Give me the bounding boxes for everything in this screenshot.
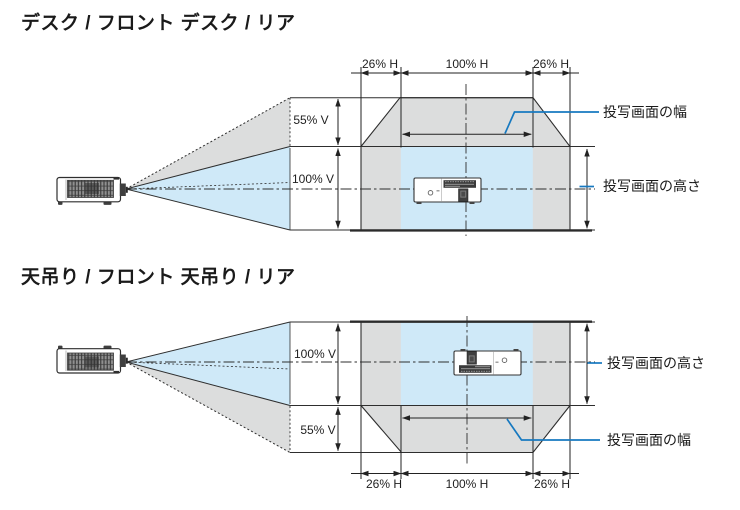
desk-projection-cone bbox=[125, 97, 291, 231]
desk-diagram-title: デスク / フロント デスク / リア bbox=[21, 13, 296, 34]
ceiling-dimension-lines bbox=[335, 323, 590, 479]
desk-dim-55v: 55% V bbox=[293, 113, 329, 127]
ceiling-diagram-title: 天吊り / フロント 天吊り / リア bbox=[21, 267, 296, 288]
desk-dimension-lines bbox=[335, 67, 590, 229]
ceiling-callout-lines bbox=[506, 362, 602, 441]
ceiling-dim-26h-right: 26% H bbox=[533, 477, 571, 491]
ceiling-callout-screen-width: 投写画面の幅 bbox=[607, 432, 691, 448]
desk-callout-screen-width: 投写画面の幅 bbox=[603, 104, 687, 120]
desk-callout-screen-height: 投写画面の高さ bbox=[603, 178, 701, 194]
projector-front-icon-ceiling bbox=[453, 348, 522, 376]
ceiling-projection-cone bbox=[125, 321, 291, 453]
ceiling-dim-55v: 55% V bbox=[300, 423, 336, 437]
desk-dim-26h-right: 26% H bbox=[532, 57, 570, 71]
ceiling-dim-100h: 100% H bbox=[445, 477, 489, 491]
ceiling-callout-screen-height: 投写画面の高さ bbox=[607, 355, 705, 371]
desk-diagram bbox=[56, 67, 599, 236]
projector-side-icon bbox=[56, 176, 129, 206]
ceiling-dim-26h-left: 26% H bbox=[365, 477, 403, 491]
desk-dim-100v: 100% V bbox=[291, 172, 335, 186]
projector-front-icon bbox=[413, 177, 482, 205]
projector-side-icon-ceiling bbox=[56, 345, 129, 375]
desk-dim-26h-left: 26% H bbox=[361, 57, 399, 71]
desk-dim-100h: 100% H bbox=[445, 57, 489, 71]
ceiling-dim-100v: 100% V bbox=[293, 347, 337, 361]
ceiling-diagram bbox=[56, 316, 602, 479]
desk-callout-lines bbox=[504, 111, 599, 188]
